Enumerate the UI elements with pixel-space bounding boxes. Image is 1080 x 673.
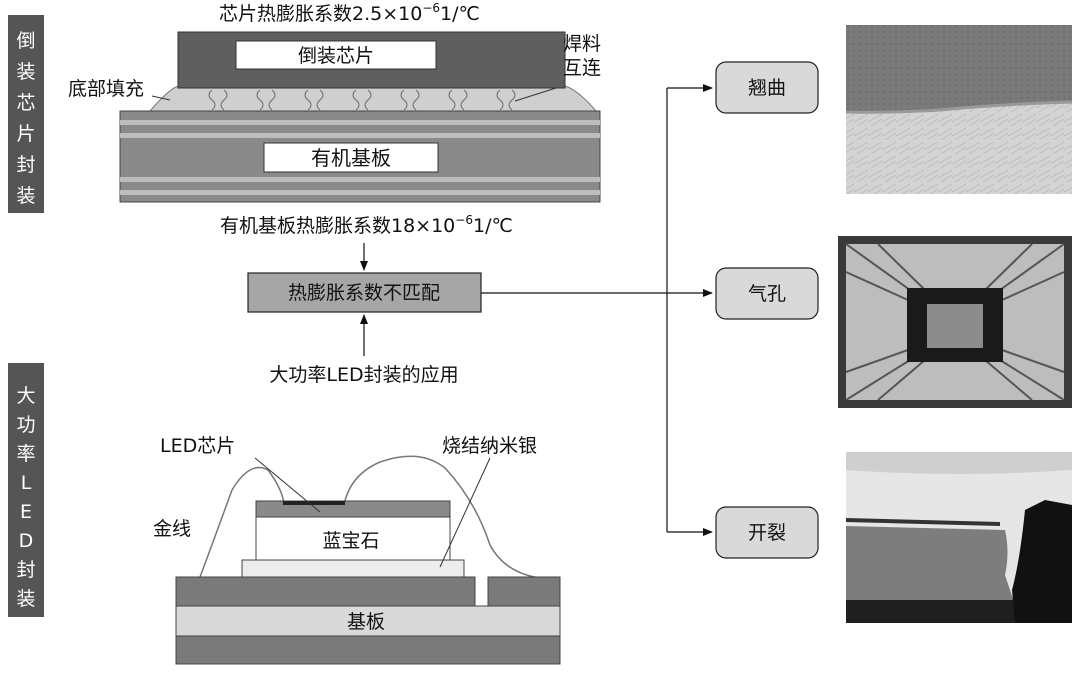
side-label-char: 芯 xyxy=(16,92,35,114)
led-substrate-label: 基板 xyxy=(347,611,385,633)
side-label-char: 大 xyxy=(16,385,35,407)
mismatch-box: 热膨胀系数不匹配 xyxy=(247,272,482,313)
side-label-char: 装 xyxy=(16,185,35,207)
side-label-char: 率 xyxy=(16,443,35,465)
side-label-char: E xyxy=(20,501,32,523)
flipchip-package xyxy=(119,31,601,203)
side-label-char: 装 xyxy=(16,588,35,610)
gold-wire-left xyxy=(199,466,285,578)
failure-box-void: 气孔 xyxy=(715,267,819,320)
side-label-char: 装 xyxy=(16,61,35,83)
svg-text:倒装芯片封装: 倒装芯片封装 xyxy=(16,30,35,207)
sapphire-label: 蓝宝石 xyxy=(322,530,379,552)
side-label-char: 封 xyxy=(16,559,35,581)
flip-chip-label: 倒装芯片 xyxy=(298,45,374,67)
failure-box-warpage: 翘曲 xyxy=(715,61,819,114)
side-label-char: 倒 xyxy=(16,30,35,52)
led-substrate xyxy=(175,605,561,637)
led-package xyxy=(175,455,561,665)
solder-label-line2: 互连 xyxy=(563,57,601,79)
gold-wire-right xyxy=(343,455,541,579)
sapphire-layer xyxy=(255,516,451,561)
substrate-label: 有机基板 xyxy=(311,146,391,170)
solder-label-line1: 焊料 xyxy=(563,33,601,55)
micrograph-warpage xyxy=(845,25,1073,194)
failure-label-warpage: 翘曲 xyxy=(748,77,786,99)
svg-text:大功率LED封装: 大功率LED封装 xyxy=(16,385,35,610)
failure-box-crack: 开裂 xyxy=(715,506,819,559)
substrate-cte-label: 有机基板热膨胀系数18×10−61/℃ xyxy=(220,213,513,237)
failure-label-crack: 开裂 xyxy=(748,522,786,544)
mismatch-label: 热膨胀系数不匹配 xyxy=(288,282,440,304)
side-label-char: L xyxy=(21,472,32,494)
sintered-nanosilver xyxy=(241,559,465,578)
failure-connectors xyxy=(481,84,713,536)
led-application-label: 大功率LED封装的应用 xyxy=(269,364,458,386)
side-label-char: 封 xyxy=(16,154,35,176)
gold-wire-label: 金线 xyxy=(153,518,191,540)
side-label-char: 片 xyxy=(16,123,35,145)
failure-label-void: 气孔 xyxy=(748,283,786,305)
solder-bumps xyxy=(208,89,516,111)
side-label-char: 功 xyxy=(16,414,35,436)
led-chip-label: LED芯片 xyxy=(160,435,235,457)
side-label-flipchip: 倒装芯片封装 xyxy=(8,15,44,213)
nanosilver-label: 烧结纳米银 xyxy=(442,435,537,457)
side-label-char: D xyxy=(19,530,34,552)
micrograph-void xyxy=(838,236,1072,408)
chip-cte-label: 芯片热膨胀系数2.5×10−61/℃ xyxy=(219,1,480,25)
micrograph-crack xyxy=(845,452,1072,623)
underfill-label: 底部填充 xyxy=(68,78,144,100)
